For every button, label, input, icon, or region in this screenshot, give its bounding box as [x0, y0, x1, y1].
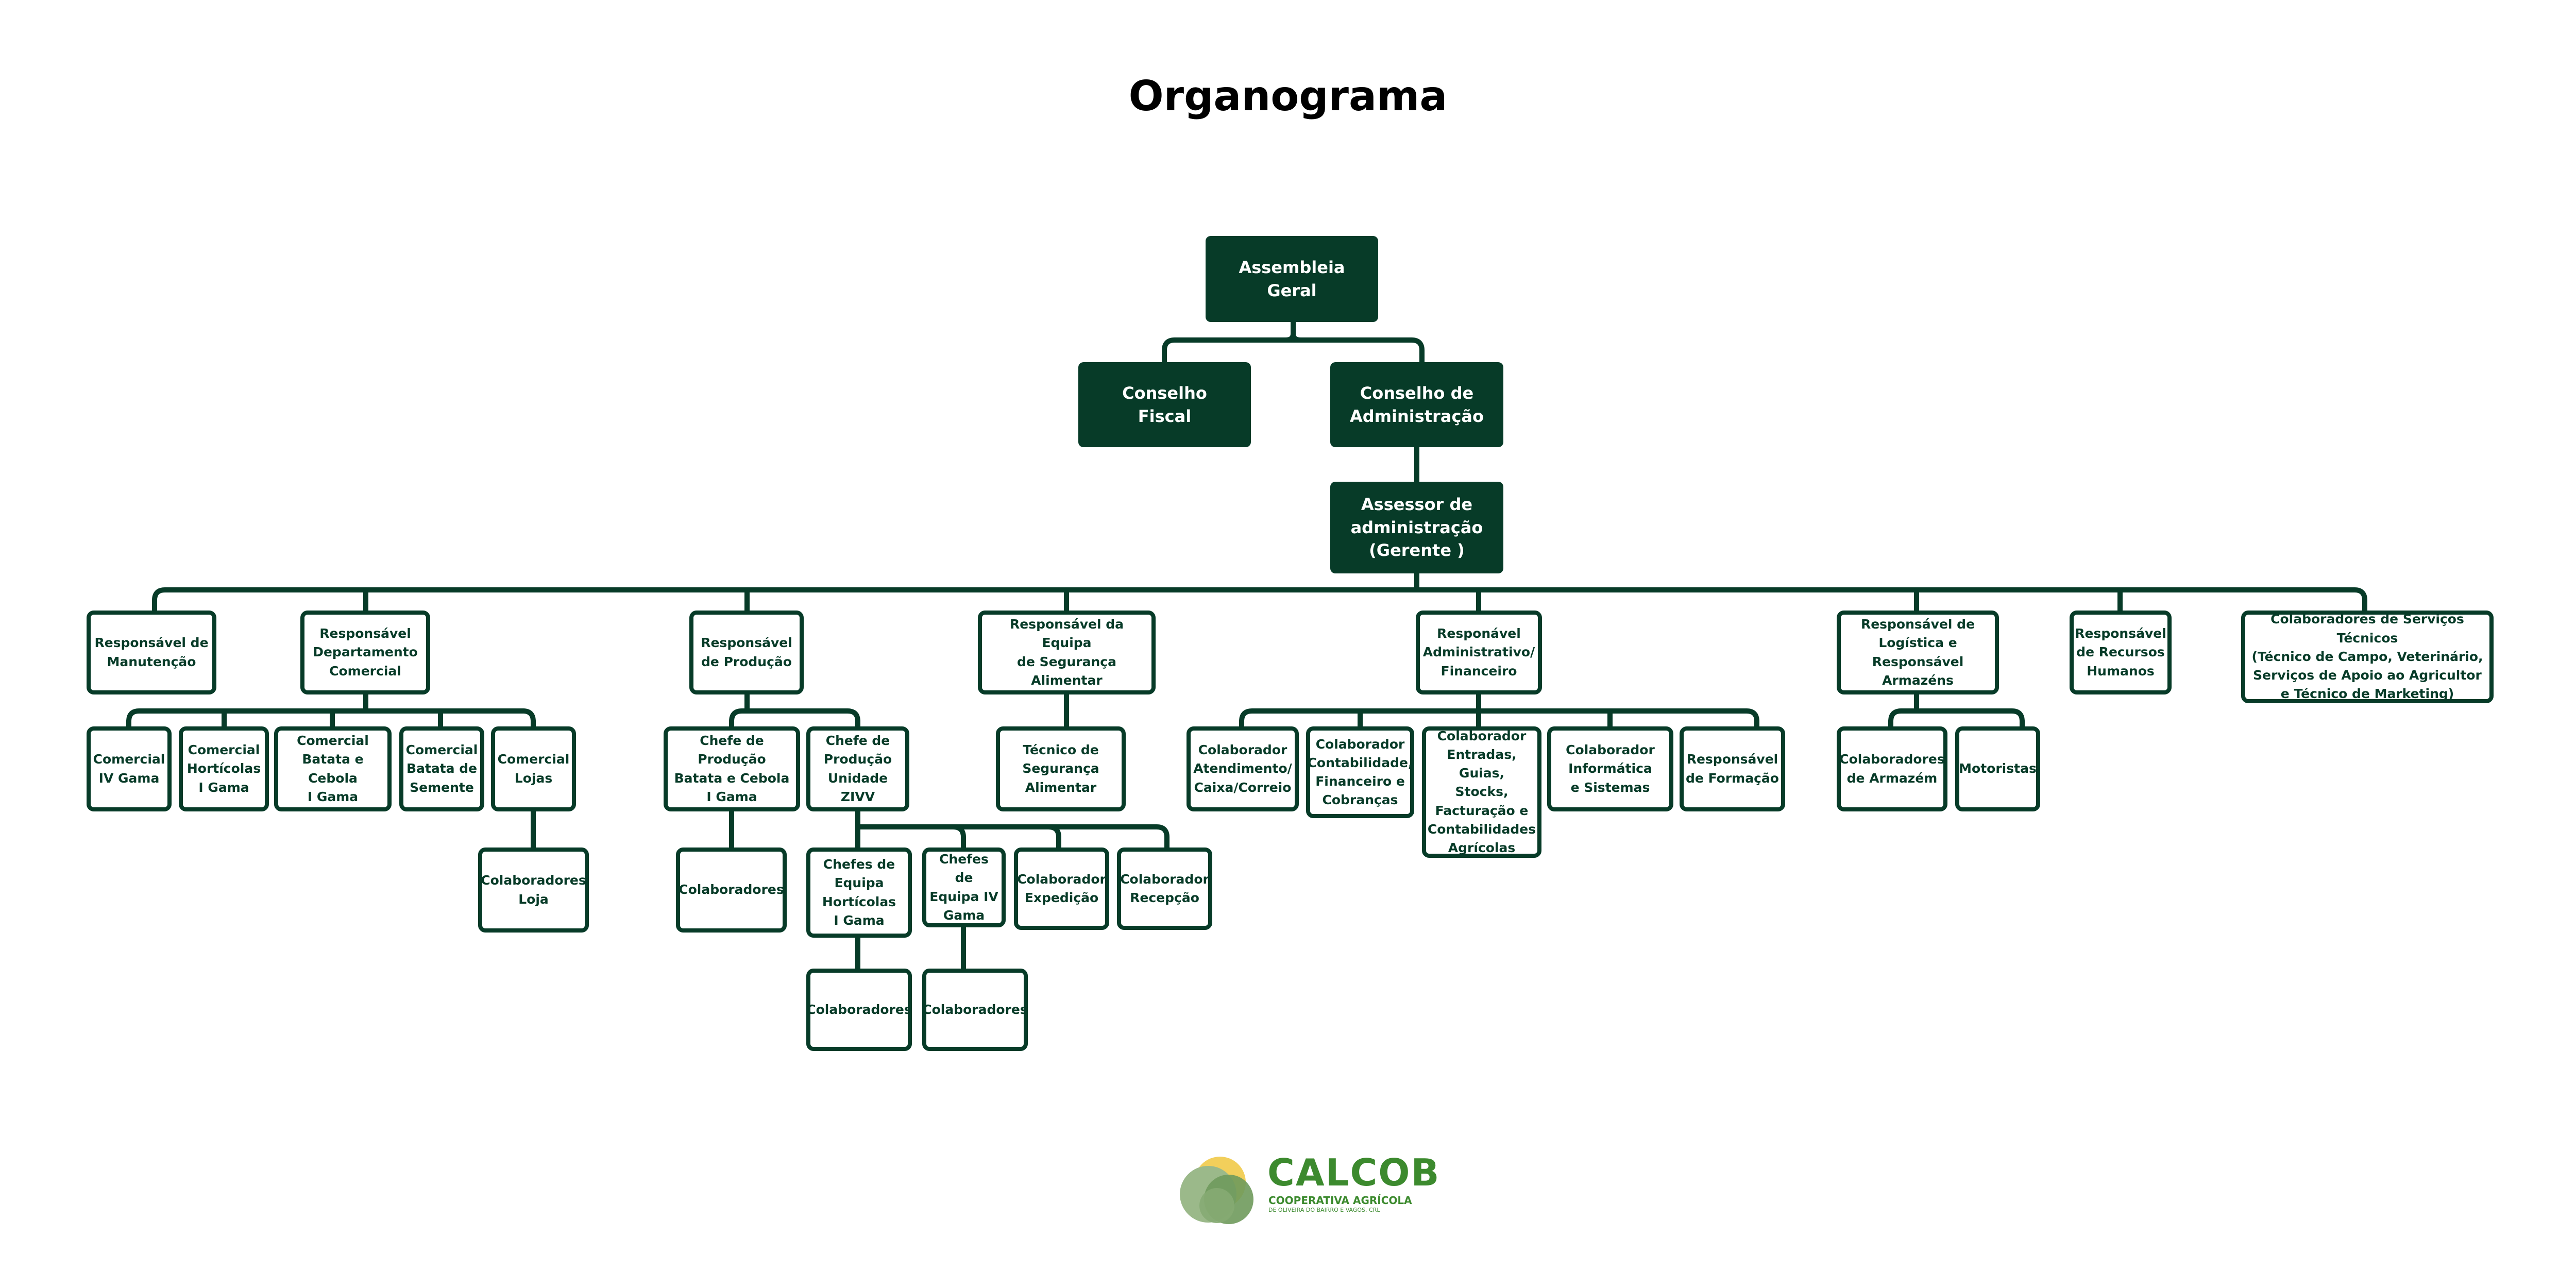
node-colab-servicos-tecnicos: Colaboradores de Serviços Técnicos (Técn… [2241, 611, 2494, 703]
node-colaboradores-iv-gama: Colaboradores [922, 969, 1028, 1051]
node-colaboradores-horticolas: Colaboradores [806, 969, 912, 1051]
node-conselho-fiscal: Conselho Fiscal [1078, 362, 1251, 447]
node-colaboradores-producao: Colaboradores [676, 848, 787, 933]
node-comercial-iv-gama: Comercial IV Gama [87, 726, 172, 811]
node-colab-atendimento: Colaborador Atendimento/ Caixa/Correio [1187, 726, 1299, 811]
node-assessor-administracao: Assessor de administração (Gerente ) [1330, 482, 1503, 573]
node-colab-entradas: Colaborador Entradas, Guias, Stocks, Fac… [1422, 726, 1541, 858]
node-colaborador-expedicao: Colaborador Expedição [1014, 848, 1109, 930]
node-conselho-administracao: Conselho de Administração [1330, 362, 1503, 447]
node-colaboradores-loja: Colaboradores Loja [478, 848, 589, 933]
node-assembleia-geral: Assembleia Geral [1206, 236, 1378, 322]
edge-adminfin [1239, 692, 1759, 729]
logo-subtitle: COOPERATIVA AGRÍCOLA [1268, 1194, 1412, 1207]
node-colaborador-recepcao: Colaborador Recepção [1117, 848, 1212, 930]
node-chefes-equipa-iv-gama: Chefes de Equipa IV Gama [922, 848, 1006, 927]
node-chefes-equipa-horticolas: Chefes de Equipa Hortícolas I Gama [806, 848, 912, 938]
page-title: Organograma [1128, 72, 1448, 120]
node-resp-recursos-humanos: Responsável de Recursos Humanos [2070, 611, 2172, 694]
node-tecnico-seguranca: Técnico de Segurança Alimentar [996, 726, 1126, 811]
node-resp-producao: Responsável de Produção [689, 611, 804, 694]
calcob-logo: CALCOB COOPERATIVA AGRÍCOLA DE OLIVEIRA … [1180, 1154, 1439, 1226]
node-chefe-producao-batata: Chefe de Produção Batata e Cebola I Gama [664, 726, 800, 811]
edge-logistica [1888, 692, 2025, 729]
node-colab-contabilidade: Colaborador Contabilidade, Financeiro e … [1306, 726, 1414, 818]
node-resp-logistica: Responsável de Logística e Responsável A… [1837, 611, 1999, 694]
node-resp-admin-financeiro: Responável Administrativo/ Financeiro [1416, 611, 1542, 694]
node-resp-manutencao: Responsável de Manutenção [87, 611, 216, 694]
node-chefe-producao-zivv: Chefe de Produção Unidade ZIVV [806, 726, 909, 811]
logo-wordmark: CALCOB [1267, 1151, 1440, 1194]
node-colab-informatica: Colaborador Informática e Sistemas [1547, 726, 1673, 811]
node-resp-formacao: Responsável de Formação [1680, 726, 1785, 811]
logo-tagline: DE OLIVEIRA DO BAIRRO E VAGOS, CRL [1268, 1207, 1380, 1213]
node-comercial-batata-cebola: Comercial Batata e Cebola I Gama [274, 726, 392, 811]
node-motoristas: Motoristas [1955, 726, 2040, 811]
edge-zivv [855, 809, 1170, 850]
node-colab-armazem: Colaboradores de Armazém [1837, 726, 1947, 811]
node-comercial-lojas: Comercial Lojas [491, 726, 576, 811]
node-resp-seguranca: Responsável da Equipa de Segurança Alime… [978, 611, 1156, 694]
edge-producao [729, 692, 860, 729]
logo-mark-icon [1180, 1157, 1253, 1224]
node-comercial-batata-semente: Comercial Batata de Semente [399, 726, 484, 811]
node-resp-comercial: Responsável Departamento Comercial [300, 611, 430, 694]
node-comercial-horticolas: Comercial Hortícolas I Gama [179, 726, 269, 811]
